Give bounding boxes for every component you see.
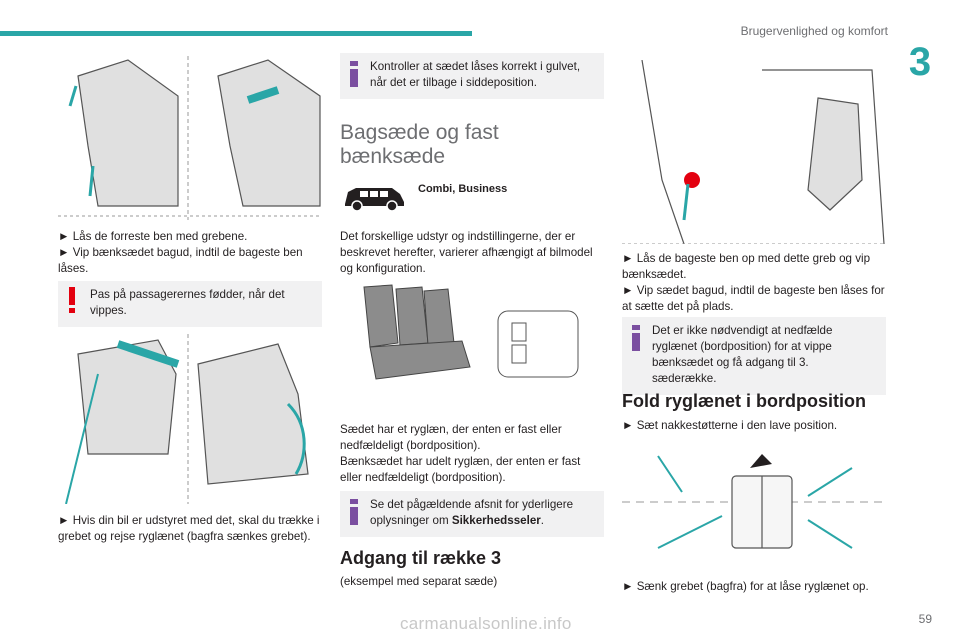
seat-backrest-illustration	[58, 334, 322, 504]
col1-instructions-2: ► Hvis din bil er udstyret med det, skal…	[58, 514, 320, 543]
rear-bench-illustration	[362, 283, 582, 393]
info-box-3: Det er ikke nødvendigt at nedfælde ryglæ…	[622, 317, 886, 395]
col3-instructions-1: ► Lås de bageste ben op med dette greb o…	[622, 252, 885, 313]
heading-bagsaede: Bagsæde og fast bænksæde	[340, 121, 499, 168]
table-position-illustration	[622, 440, 886, 576]
warning-box: Pas på passagerernes fødder, når det vip…	[58, 281, 322, 327]
info-box-2: Se det pågældende afsnit for yderligere …	[340, 491, 604, 537]
col1-instructions-1: ► Lås de forreste ben med grebene. ► Vip…	[58, 230, 303, 275]
info-icon	[350, 499, 358, 525]
info-icon	[632, 325, 640, 351]
van-silhouette-icon	[342, 184, 406, 212]
col3-instructions-2: ► Sæt nakkestøtterne i den lave position…	[622, 419, 838, 432]
watermark: carmanualsonline.info	[400, 614, 572, 633]
info-box-1: Kontroller at sædet låses korrekt i gulv…	[340, 53, 604, 99]
link-sikkerhedsseler: Sikkerhedsseler	[451, 514, 541, 527]
page-number: 59	[918, 612, 932, 626]
example-note: (eksempel med separat sæde)	[340, 575, 498, 588]
section-title: Brugervenlighed og komfort	[740, 24, 888, 38]
seat-tilt-illustration-1	[58, 56, 322, 220]
warning-icon	[69, 287, 75, 313]
heading-adgang-raekke-3: Adgang til række 3	[340, 548, 502, 568]
col3-instructions-3: ► Sænk grebet (bagfra) for at låse ryglæ…	[622, 580, 869, 593]
heading-fold-ryglaenet: Fold ryglænet i bordposition	[622, 391, 866, 411]
col2-backrest-text: Sædet har et ryglæn, der enten er fast e…	[340, 423, 581, 484]
model-label: Combi, Business	[418, 183, 508, 195]
chapter-number: 3	[908, 40, 932, 84]
row3-access-illustration	[622, 60, 886, 244]
col2-intro-text: Det forskellige udstyr og indstillingern…	[340, 230, 593, 275]
info-icon	[350, 61, 358, 87]
header-accent-bar	[0, 31, 472, 36]
